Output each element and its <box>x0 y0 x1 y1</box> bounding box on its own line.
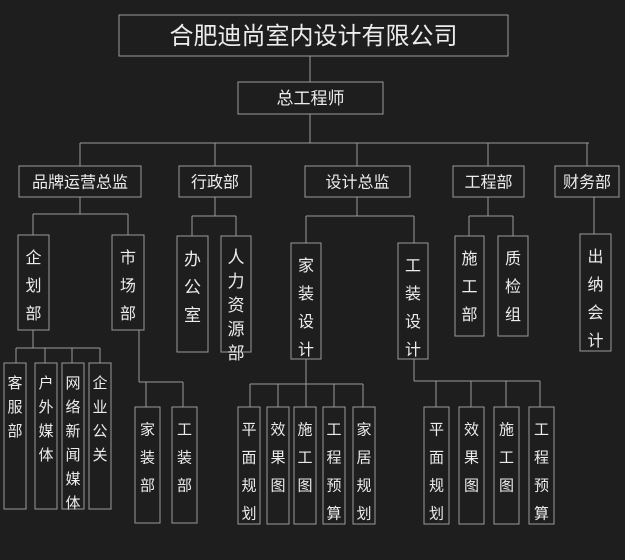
dept-finance-box-label: 财务部 <box>563 172 611 191</box>
design-unit-tool-box <box>397 242 429 360</box>
tool-design-unit-3-box <box>528 406 555 525</box>
home-design-unit-0-box-label: 平面规划 <box>241 420 256 522</box>
design-unit-home-box-label: 家装设计 <box>298 256 314 359</box>
dept-engineering-box-label: 工程部 <box>464 172 512 191</box>
home-design-unit-3-box-label: 工程预算 <box>326 420 341 522</box>
finance-unit-0-box <box>579 233 612 352</box>
planning-unit-1-box-label: 户外媒体 <box>38 374 53 464</box>
eng-unit-1-box-label: 质检组 <box>505 249 521 324</box>
home-design-unit-2-box-label: 施工图 <box>297 420 312 494</box>
unit-market-box <box>111 234 145 331</box>
home-design-unit-1-box-label: 效果图 <box>270 420 285 494</box>
market-unit-0-box-label: 家装部 <box>140 420 155 494</box>
design-unit-tool-box-label: 工装设计 <box>405 256 421 359</box>
unit-planning-box-label: 企划部 <box>25 248 41 323</box>
planning-unit-3-box <box>88 362 112 510</box>
planning-unit-2-box <box>61 362 85 510</box>
planning-unit-0-box-label: 客服部 <box>7 374 22 440</box>
tool-design-unit-3-box-label: 工程预算 <box>534 420 549 522</box>
planning-unit-1-box <box>34 362 58 510</box>
market-unit-1-box-label: 工装部 <box>177 420 192 494</box>
company-title-box-label: 合肥迪尚室内设计有限公司 <box>170 22 458 50</box>
home-design-unit-2-box <box>293 406 317 525</box>
eng-unit-0-box <box>454 235 485 337</box>
dept-design-box-label: 设计总监 <box>325 172 389 191</box>
tool-design-unit-1-box-label: 效果图 <box>464 420 479 494</box>
company-title-box <box>118 14 509 57</box>
finance-unit-0-box-label: 出纳会计 <box>587 247 603 350</box>
tool-design-unit-1-box <box>458 406 485 525</box>
admin-unit-1-box <box>220 235 252 353</box>
home-design-unit-1-box <box>266 406 290 525</box>
tool-design-unit-2-box <box>493 406 520 525</box>
planning-unit-2-box-label: 网络新闻媒体 <box>65 374 80 512</box>
home-design-unit-4-box-label: 家居规划 <box>356 420 371 522</box>
planning-unit-0-box <box>3 362 27 510</box>
tool-design-unit-0-box <box>423 406 450 525</box>
market-unit-1-box <box>171 406 198 524</box>
tool-design-unit-2-box-label: 施工图 <box>499 420 514 494</box>
home-design-unit-0-box <box>237 406 261 525</box>
eng-unit-1-box <box>497 235 529 337</box>
dept-admin-box-label: 行政部 <box>191 172 239 191</box>
eng-unit-0-box-label: 施工部 <box>461 249 477 324</box>
planning-unit-3-box-label: 企业公关 <box>92 374 107 464</box>
admin-unit-0-box <box>176 235 209 353</box>
unit-market-box-label: 市场部 <box>120 248 136 323</box>
admin-unit-1-box-label: 人力资源部 <box>228 248 245 364</box>
chief-engineer-box-label: 总工程师 <box>277 89 345 109</box>
home-design-unit-3-box <box>322 406 346 525</box>
home-design-unit-4-box <box>352 406 376 525</box>
market-unit-0-box <box>134 406 161 524</box>
dept-brand-box-label: 品牌运营总监 <box>32 172 128 191</box>
tool-design-unit-0-box-label: 平面规划 <box>429 420 444 522</box>
dept-finance-box <box>554 165 620 198</box>
admin-unit-0-box-label: 办公室 <box>184 250 201 326</box>
